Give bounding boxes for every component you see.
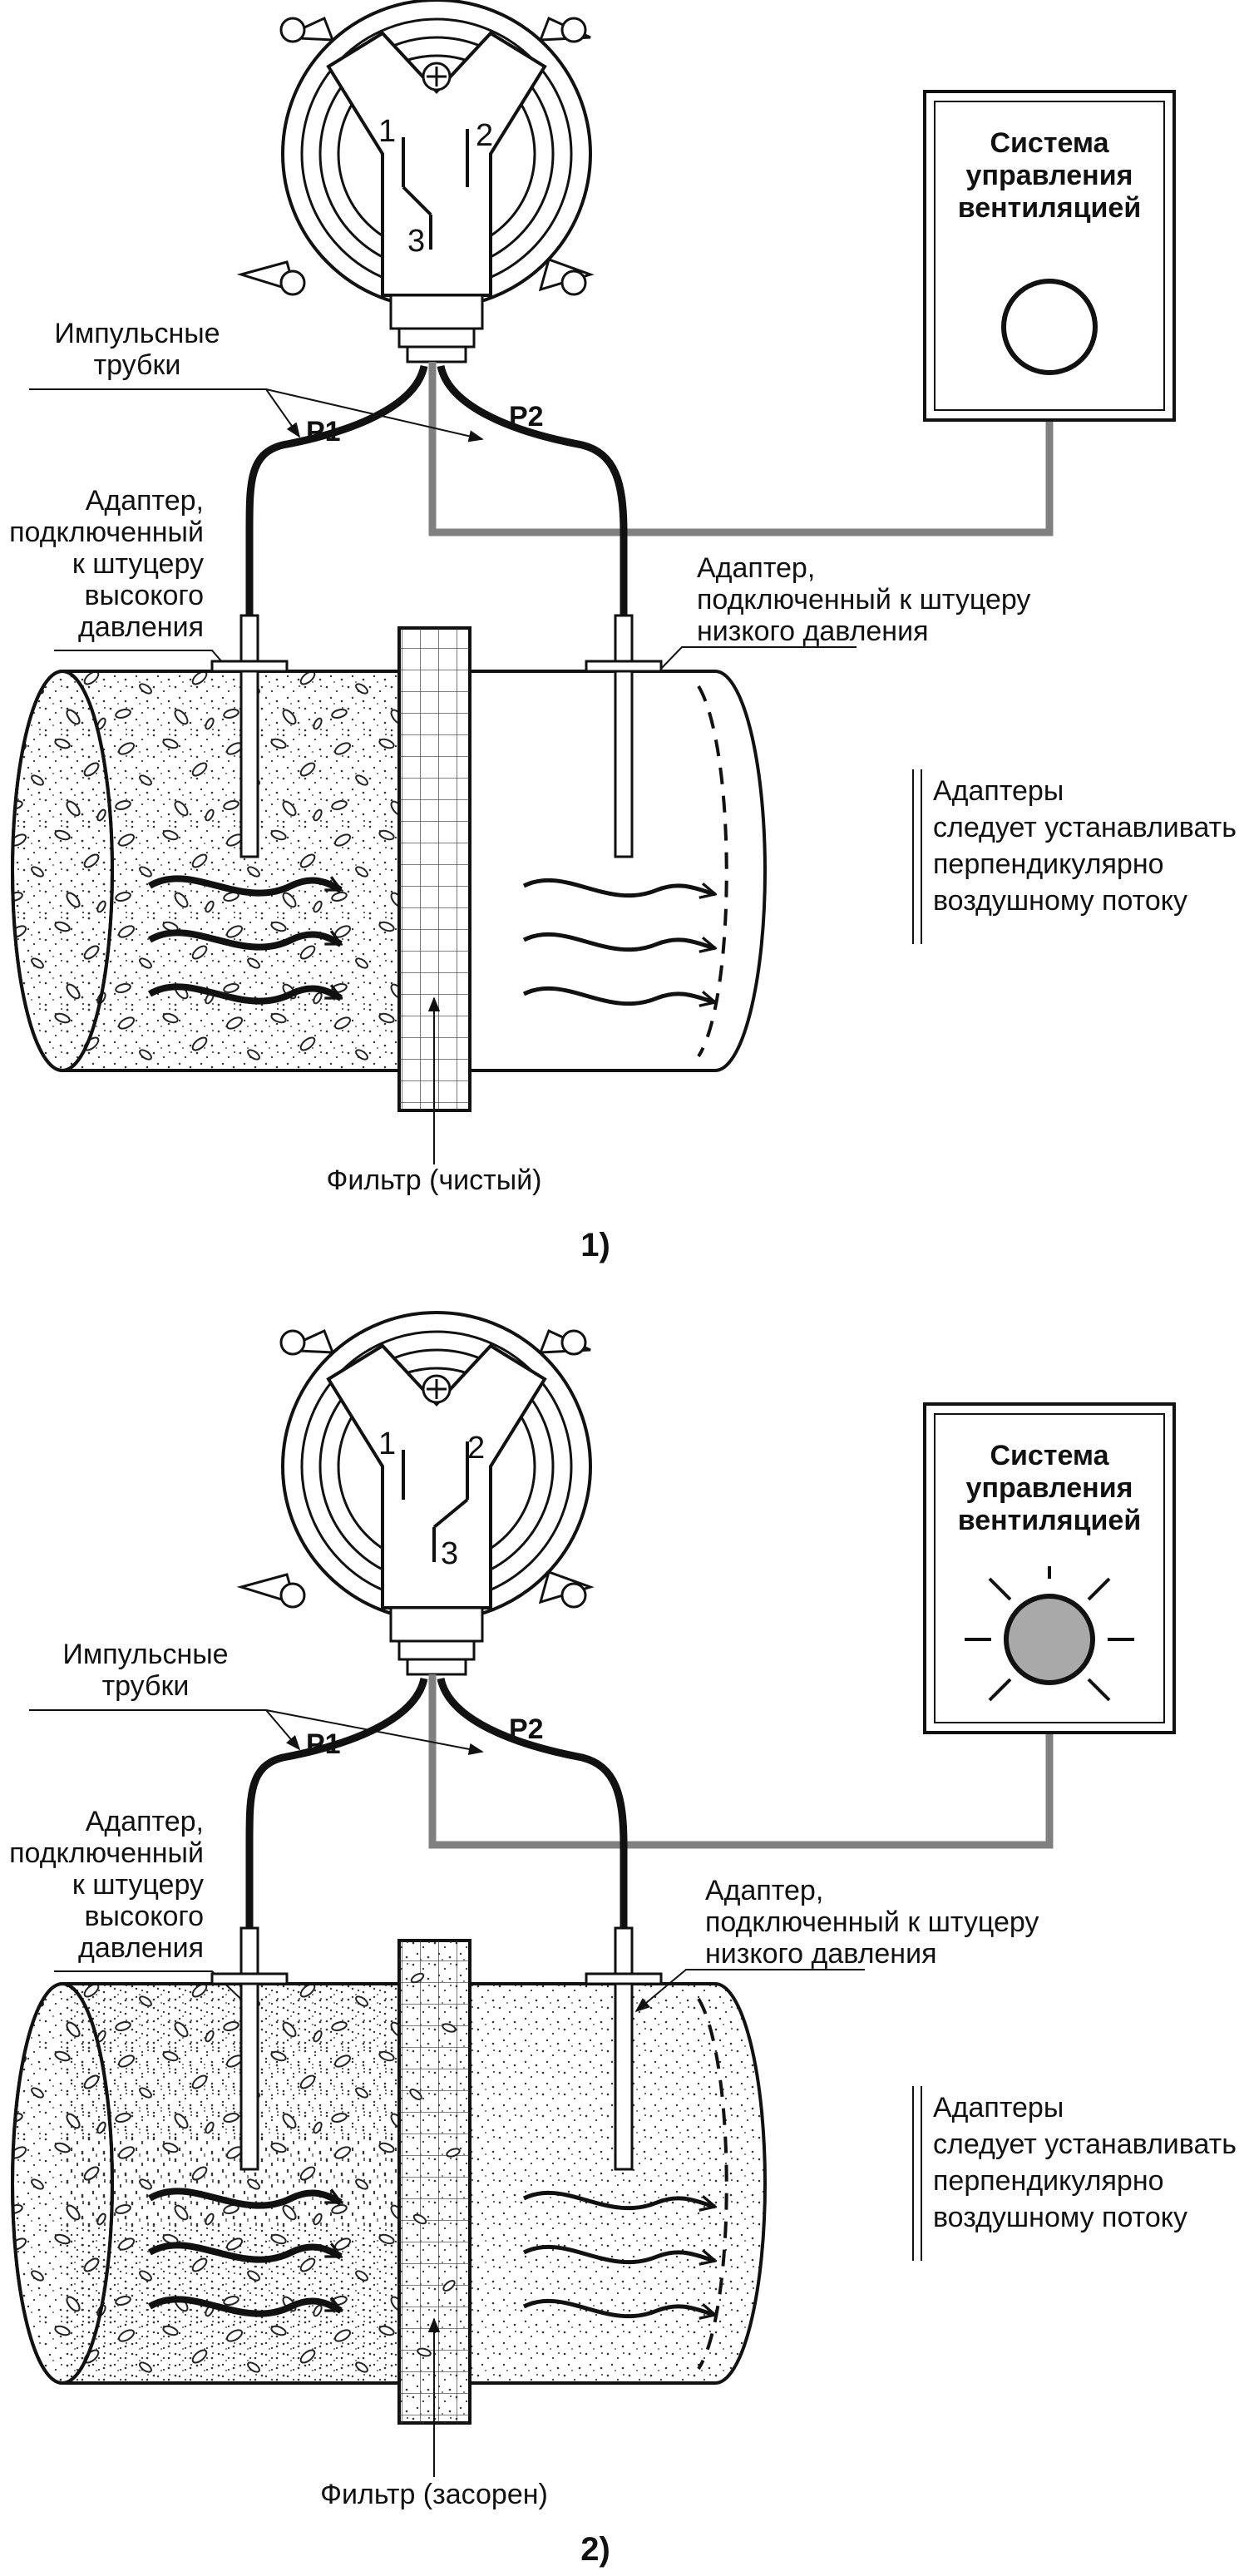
airflow-arrows-upstream xyxy=(147,2188,341,2317)
note-line-3: перпендикулярно xyxy=(933,2165,1164,2197)
contact-3-label: 3 xyxy=(441,1536,458,1571)
adapter-high-label-5: давления xyxy=(78,611,204,643)
indicator-lamp-off xyxy=(1001,279,1098,375)
adapter-high-label-1: Адаптер, xyxy=(86,1806,204,1837)
panel-clogged-filter: 1 2 3 Система управления вентиляцией Имп… xyxy=(9,1311,1237,2568)
signal-wire xyxy=(428,1674,1054,1849)
tubes-label-1: Импульсные xyxy=(54,318,220,349)
control-box-title-1: Система xyxy=(990,127,1109,159)
adapter-high xyxy=(210,1926,289,2171)
adapter-low xyxy=(585,614,663,858)
control-box-title-3: вентиляцией xyxy=(958,1505,1142,1536)
tube-p1 xyxy=(245,1677,428,1928)
adapter-low-label-3: низкого давления xyxy=(705,1938,937,1970)
contact-1-label: 1 xyxy=(378,114,396,149)
tubes-label-2: трубки xyxy=(94,349,181,381)
note-line-4: воздушному потоку xyxy=(933,2202,1187,2233)
tubes-label-2: трубки xyxy=(102,1670,190,1702)
note-line-4: воздушному потоку xyxy=(933,885,1187,917)
adapter-low-label-3: низкого давления xyxy=(697,616,929,647)
contact-3-label: 3 xyxy=(407,224,425,259)
indicator-lamp-on xyxy=(1004,1594,1095,1685)
adapter-low-label-1: Адаптер, xyxy=(697,552,815,584)
note-line-2: следует устанавливать xyxy=(933,2129,1237,2160)
note-line-3: перпендикулярно xyxy=(933,848,1164,880)
adapter-high-label-3: к штуцеру xyxy=(72,1869,204,1901)
lamp-rays xyxy=(965,1566,1134,1702)
adapter-high-label-4: высокого xyxy=(84,580,204,611)
signal-wire xyxy=(428,362,1054,536)
filter-label: Фильтр (засорен) xyxy=(320,2479,548,2510)
tube-p1 xyxy=(245,364,428,616)
contact-1-label: 1 xyxy=(378,1426,396,1461)
panel-caption: 1) xyxy=(580,1227,610,1263)
panel-clean-filter: 1 2 3 Система управления вентиляцией Имп… xyxy=(9,0,1237,1263)
airflow-arrows-downstream xyxy=(522,878,715,1003)
adapter-high-label-4: высокого xyxy=(84,1901,204,1932)
note-line-1: Адаптеры xyxy=(933,775,1064,807)
duct-end-hidden xyxy=(697,1997,728,2371)
control-box-title-2: управления xyxy=(966,160,1133,191)
filter-label: Фильтр (чистый) xyxy=(326,1164,541,1196)
p2-label: P2 xyxy=(509,1713,544,1745)
p1-label: P1 xyxy=(306,416,341,447)
control-box-title-3: вентиляцией xyxy=(958,192,1142,224)
duct-end-hidden xyxy=(697,685,728,1058)
contact-2-label: 2 xyxy=(467,1431,485,1466)
control-box-title-1: Система xyxy=(990,1440,1109,1471)
airflow-arrows-upstream xyxy=(147,875,341,1005)
control-box-title-2: управления xyxy=(966,1472,1133,1504)
adapter-high-label-5: давления xyxy=(78,1932,204,1964)
adapter-high-label-2: подключенный xyxy=(9,1837,204,1869)
note-line-2: следует устанавливать xyxy=(933,812,1237,843)
tube-p2 xyxy=(437,1677,628,1928)
airflow-arrows-downstream xyxy=(522,2190,715,2316)
adapter-low-label-2: подключенный к штуцеру xyxy=(697,584,1030,616)
note-line-1: Адаптеры xyxy=(933,2092,1064,2124)
adapter-low xyxy=(585,1926,663,2171)
contact-2-label: 2 xyxy=(476,118,493,153)
adapter-high-label-3: к штуцеру xyxy=(72,548,204,580)
adapter-high-label-2: подключенный xyxy=(9,517,204,548)
tubes-label-1: Импульсные xyxy=(62,1639,228,1670)
pressure-switch xyxy=(236,1311,595,1676)
p2-label: P2 xyxy=(509,401,544,433)
adapter-low-label-1: Адаптер, xyxy=(705,1875,823,1906)
adapter-high-label-1: Адаптер, xyxy=(86,485,204,517)
adapter-high xyxy=(210,614,289,858)
adapter-low-label-2: подключенный к штуцеру xyxy=(705,1906,1039,1938)
pressure-switch xyxy=(236,0,595,363)
tube-p2 xyxy=(437,364,628,616)
panel-caption: 2) xyxy=(580,2531,610,2568)
p1-label: P1 xyxy=(306,1728,341,1760)
